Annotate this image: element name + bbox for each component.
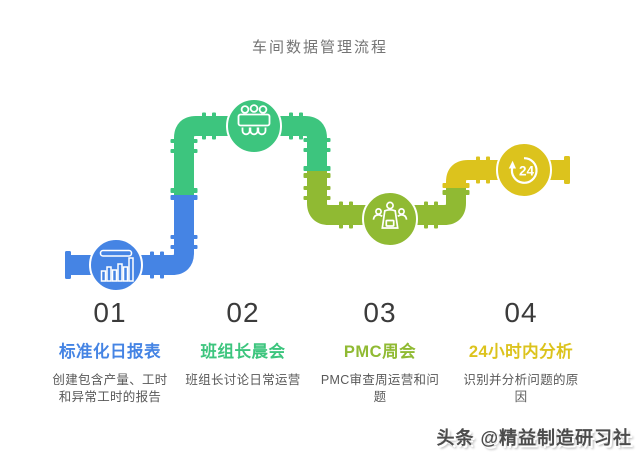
pipe-flange [476,156,480,184]
pipe-flange [349,201,353,229]
pipe-flange [486,156,490,184]
page-title: 车间数据管理流程 [251,39,388,56]
step-column-1: 01 标准化日报表 创建包含产量、工时 和异常工时的报告 [42,297,178,406]
pipe-flange [160,251,164,279]
step-description: 班组长讨论日常运营 [185,373,301,388]
pipe-endcap-left [65,251,71,279]
step-number: 04 [504,297,538,328]
station-circle-report [89,238,143,292]
pipe-flange [424,201,428,229]
pipe-flange-junction [303,166,331,171]
step-column-2: 02 班组长晨会 班组长讨论日常运营 [175,297,311,389]
pipe-fittings-yellow [442,156,570,188]
step-column-3: 03 PMC周会 PMC审查周运营和问 题 [312,297,448,406]
pipe-flange [170,149,198,153]
pipe-flange [303,196,331,200]
pipe-flange [150,251,154,279]
step-heading: 班组长晨会 [200,343,286,362]
step-description: 创建包含产量、工时 和异常工时的报告 [52,373,168,405]
pipe-fittings-green [170,112,331,193]
step-number: 03 [363,297,397,328]
pipe-flange [289,112,293,140]
pipe-flange [299,112,303,140]
pipe-fittings-olive [303,173,470,229]
pipe-endcap-right [564,156,570,184]
pipe-fittings-blue [65,195,198,279]
pipe-flange [339,201,343,229]
pipe-flange [202,112,206,140]
meeting-table-icon [237,104,271,136]
pipe-flange-junction [170,195,198,200]
presentation-icon [372,201,408,229]
step-number: 01 [93,297,127,328]
step-description: 识别并分析问题的原 因 [463,373,579,405]
pipe-flange [434,201,438,229]
pipe-flange-junction [442,183,470,188]
step-heading: 24小时内分析 [468,343,574,362]
hour24-cycle-icon: 24 [508,157,538,184]
pipe-flange [303,138,331,142]
step-description: PMC审查周运营和问 题 [320,373,440,405]
pipe-flange-junction [442,190,470,195]
station-circle-24h [496,142,552,198]
pipe-flange [170,245,198,249]
pipe-flange [170,235,198,239]
pipe-segment-yellow [446,160,564,188]
pipe-flange [212,112,216,140]
hour24-label: 24 [519,164,535,179]
step-heading: PMC周会 [343,343,417,362]
pipe-flange [303,148,331,152]
step-number: 02 [226,297,260,328]
watermark-text: 头条 @精益制造研习社 [436,428,632,448]
pipe-flange [170,139,198,143]
step-heading: 标准化日报表 [59,343,161,362]
pipe-flange [303,186,331,190]
step-column-4: 04 24小时内分析 识别并分析问题的原 因 [453,297,589,406]
pipe-segment-blue [71,197,194,275]
pipe-flange-junction [170,188,198,193]
pipe-flange-junction [303,173,331,178]
bar-chart-icon [99,249,134,282]
station-circle-pmc [362,191,418,247]
